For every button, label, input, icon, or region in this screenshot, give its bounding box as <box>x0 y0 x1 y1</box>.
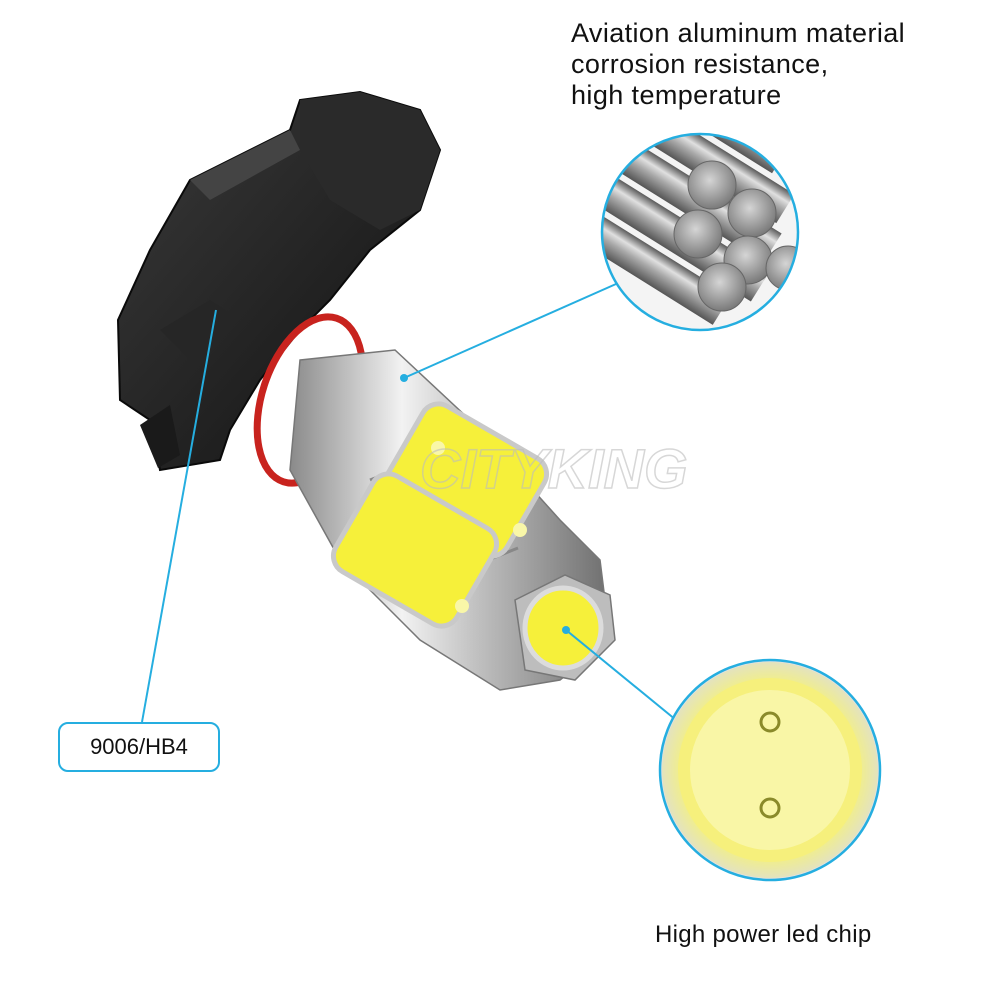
bulb-socket <box>116 90 442 472</box>
watermark-text: CITYKING <box>420 437 688 500</box>
material-caption: Aviation aluminum material corrosion res… <box>571 18 905 111</box>
material-caption-line-1: Aviation aluminum material <box>571 18 906 48</box>
model-label-box: 9006/HB4 <box>58 722 220 772</box>
led-chip-closeup-icon <box>658 658 882 882</box>
bulb-body <box>289 349 616 691</box>
model-label: 9006/HB4 <box>90 734 188 759</box>
callout-lines <box>141 283 677 723</box>
chip-caption: High power led chip <box>655 921 872 948</box>
material-caption-line-3: high temperature <box>571 80 782 110</box>
material-caption-line-2: corrosion resistance, <box>571 49 829 79</box>
